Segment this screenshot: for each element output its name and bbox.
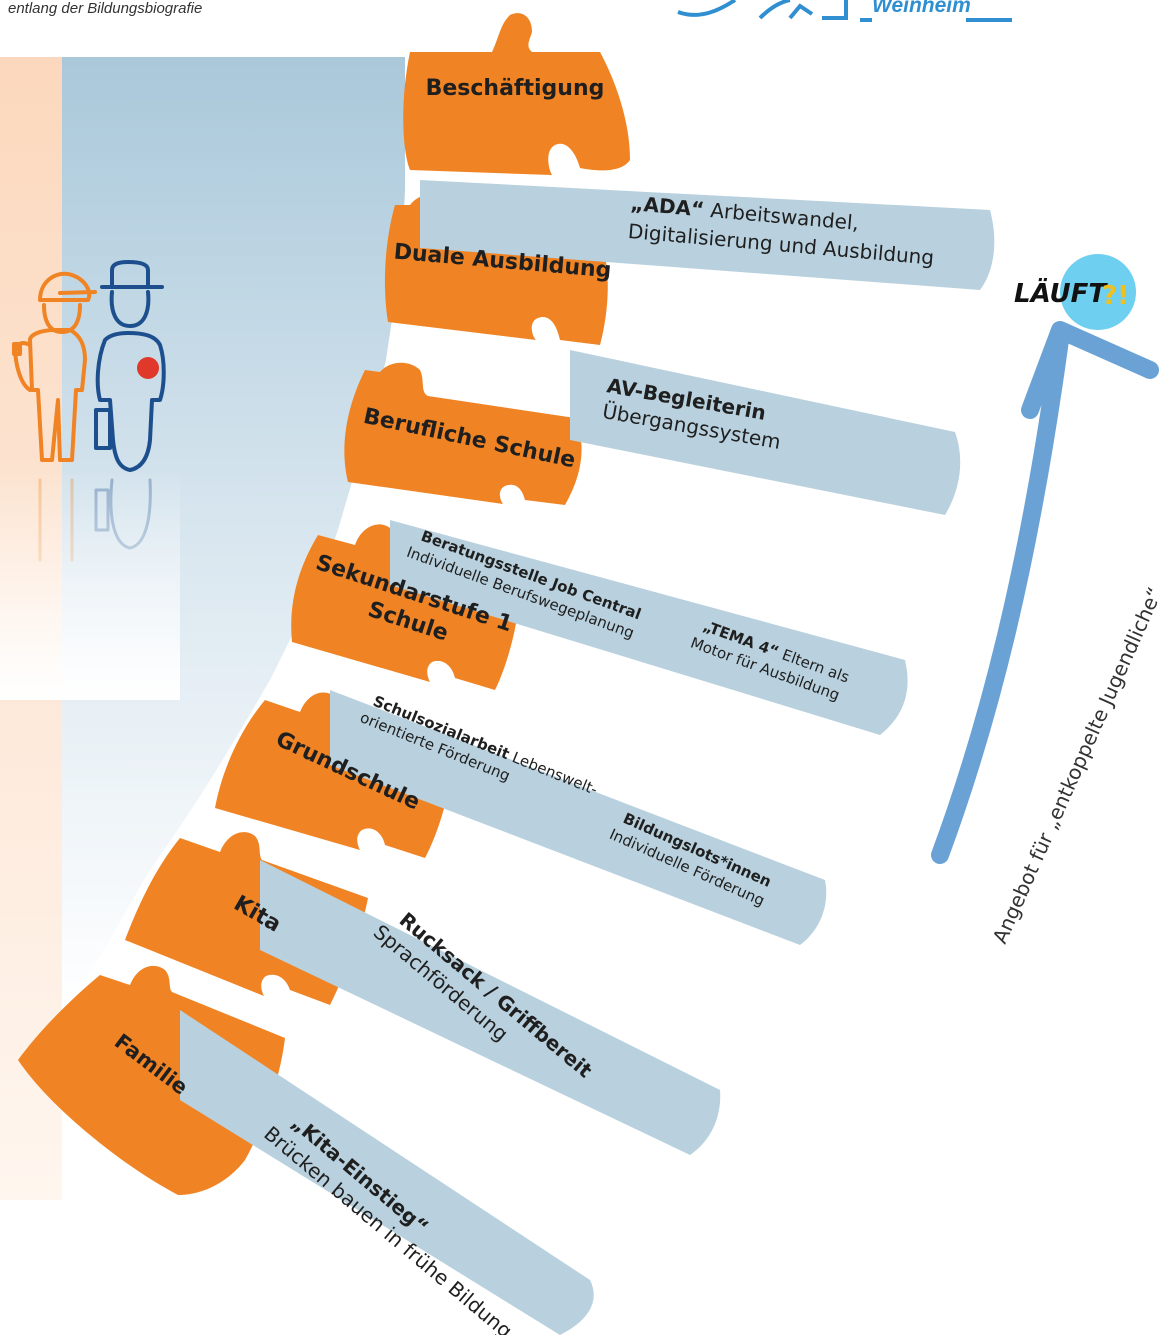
laeuft-mark: ?! (1102, 281, 1129, 311)
orange-youth-figure (12, 271, 97, 462)
arrow-head (1021, 321, 1159, 419)
reflection-fade (0, 470, 180, 700)
laeuft-text: LÄUFT (1014, 277, 1108, 309)
strip-ada (420, 180, 995, 290)
stage-label-beschaeftigung: Beschäftigung (426, 76, 605, 101)
page-subtitle: entlang der Bildungsbiografie (8, 0, 203, 17)
weinheim-logo-text: Weinheim (872, 0, 971, 17)
strip-schulsozial-bildungslots (330, 690, 827, 945)
arrow-shaft (931, 331, 1069, 864)
heart-icon (137, 357, 159, 379)
puzzle-piece-berufliche-schule (344, 362, 582, 505)
entkoppelte-arrow (931, 321, 1159, 864)
strip-rucksack (260, 860, 721, 1155)
offer-strips (180, 180, 995, 1335)
puzzle-piece-sekundarstufe (291, 524, 520, 690)
strip-jobcentral-tema (390, 520, 908, 735)
strip-kitaeinstieg (180, 1010, 594, 1335)
logo-graphic (677, 0, 1012, 22)
laeuft-logo: LÄUFT ?! (1014, 254, 1136, 330)
strip-av (570, 350, 961, 515)
puzzle-piece-grundschule (215, 692, 455, 858)
navy-youth-figure (94, 260, 166, 472)
youth-figures (0, 260, 180, 700)
puzzle-piece-beschaeftigung (403, 13, 630, 175)
laeuft-bubble (1060, 254, 1136, 330)
puzzle-piece-familie (18, 965, 285, 1195)
